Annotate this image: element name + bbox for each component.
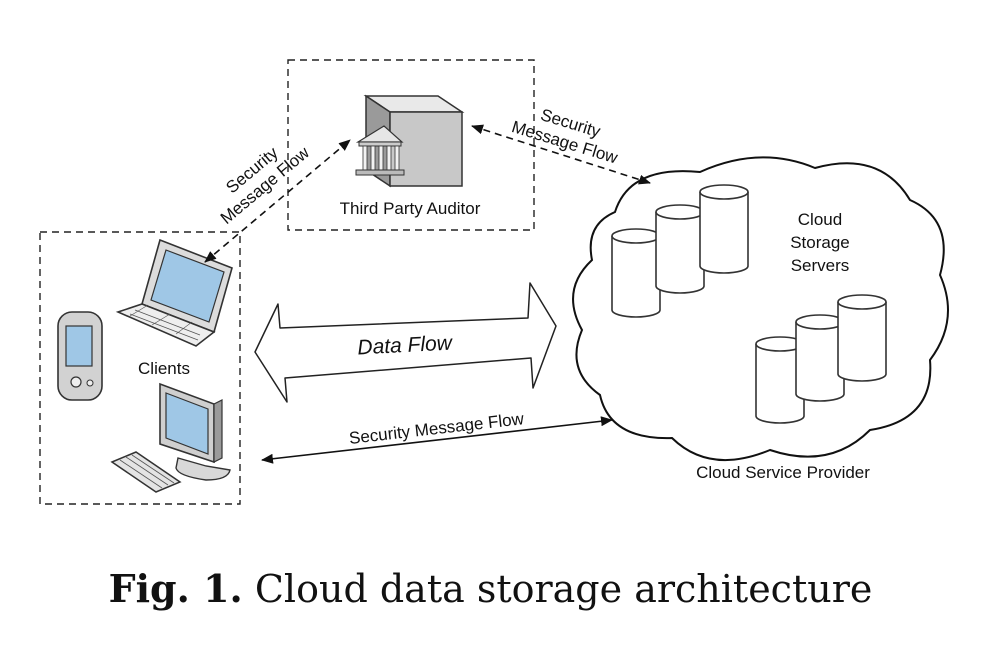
- clients-label: Clients: [138, 359, 190, 378]
- database-icon: [655, 204, 705, 294]
- csp-label: Cloud Service Provider: [696, 463, 870, 482]
- diagram-canvas: Third Party Auditor Clients: [39, 59, 949, 505]
- database-icon: [755, 336, 805, 424]
- pda-icon: [57, 311, 103, 401]
- figure-number: Fig. 1.: [108, 566, 243, 611]
- security-flow-bottom-arrow: [261, 416, 613, 464]
- cloud-label-line1: Cloud: [798, 210, 842, 229]
- database-icon: [837, 294, 887, 382]
- desktop-icon: [159, 382, 231, 481]
- cloud-label-line3: Servers: [791, 256, 850, 275]
- database-icon: [795, 314, 845, 402]
- tpa-label: Third Party Auditor: [340, 199, 481, 218]
- server-icon: [355, 94, 465, 188]
- database-icon: [699, 184, 749, 274]
- laptop-icon: [115, 238, 233, 347]
- figure-caption: Fig. 1. Cloud data storage architecture: [0, 566, 981, 611]
- keyboard-icon: [110, 451, 182, 493]
- security-flow-bottom-label: Security Message Flow: [348, 409, 525, 448]
- data-flow-arrow: [254, 282, 557, 403]
- security-flow-left-arrow: [204, 139, 351, 263]
- data-flow-label: Data Flow: [357, 331, 454, 359]
- cloud-label-line2: Storage: [790, 233, 850, 252]
- database-icon: [611, 228, 661, 318]
- clients-box: [39, 231, 241, 505]
- figure-title: Cloud data storage architecture: [254, 567, 873, 611]
